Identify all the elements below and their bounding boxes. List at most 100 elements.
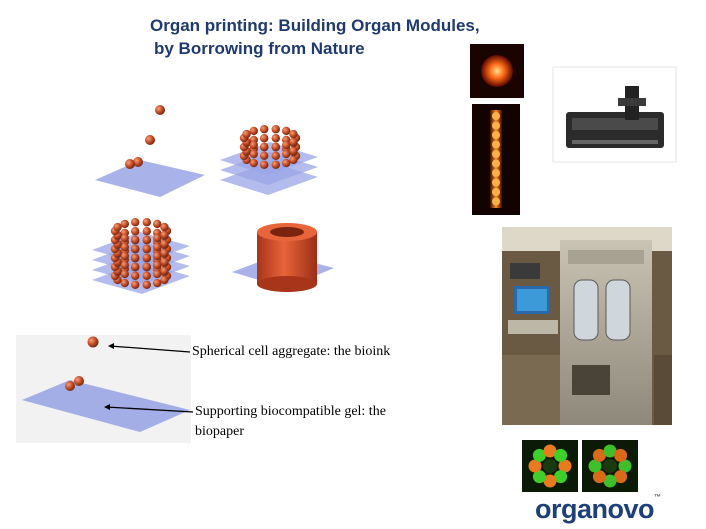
step-ring-layers	[220, 125, 318, 195]
aggregate	[131, 271, 140, 280]
biopaper-label-line-2: biopaper	[195, 424, 244, 439]
aggregate	[160, 266, 169, 276]
organovo-logo: organovo™	[535, 494, 661, 524]
cell-cluster	[603, 474, 617, 488]
aggregate	[289, 146, 298, 156]
biopaper-pointer	[105, 406, 194, 413]
cell-cluster	[554, 470, 568, 484]
cell-cluster	[603, 444, 617, 458]
aggregate-cylinder	[110, 218, 172, 289]
capillary-aggregate	[492, 169, 500, 177]
aggregate	[133, 157, 143, 167]
cell-cluster	[592, 470, 606, 484]
aggregate	[142, 244, 151, 253]
step-deposit-aggregates	[95, 105, 205, 197]
aggregate	[113, 222, 122, 232]
aggregate	[153, 278, 162, 288]
aggregate	[260, 142, 269, 151]
cell-cluster	[558, 459, 572, 473]
aggregate	[271, 125, 280, 134]
aggregate	[120, 260, 129, 270]
aggregate	[131, 253, 140, 262]
cell-cluster	[543, 474, 557, 488]
aggregate	[131, 280, 140, 289]
bioink-aggregate	[87, 336, 99, 348]
aggregate	[289, 137, 298, 147]
aggregate	[120, 233, 129, 243]
aggregate	[160, 222, 169, 232]
cell-cluster	[554, 448, 568, 462]
cell-cluster	[532, 470, 546, 484]
aggregate	[282, 149, 291, 159]
ring-micrograph-1	[522, 440, 578, 492]
slide-title: Organ printing: Building Organ Modules, …	[150, 14, 480, 60]
bioink-pointer	[109, 345, 191, 353]
aggregate	[260, 151, 269, 160]
capillary-aggregate	[492, 112, 500, 120]
capillary-aggregate	[492, 131, 500, 139]
cell-cluster	[592, 448, 606, 462]
aggregate	[142, 280, 151, 289]
aggregate	[120, 278, 129, 288]
cell-cluster	[614, 448, 628, 462]
aggregate	[260, 125, 269, 134]
ring-micrograph-2	[582, 440, 638, 492]
aggregate	[131, 235, 140, 244]
lumen	[603, 459, 617, 473]
aggregate	[249, 149, 258, 159]
aggregate	[282, 126, 291, 136]
aggregate	[153, 269, 162, 279]
aggregate	[131, 218, 140, 227]
aggregate	[131, 244, 140, 253]
aggregate	[120, 219, 129, 229]
aggregate	[131, 227, 140, 236]
gel-sheet	[95, 160, 205, 197]
capillary-aggregate	[492, 178, 500, 187]
capillary-aggregate	[492, 121, 500, 130]
lumen	[543, 459, 557, 473]
aggregate	[282, 158, 291, 168]
falling-aggregate	[145, 135, 155, 145]
aggregate	[249, 140, 258, 150]
title-line-2: by Borrowing from Nature	[154, 39, 365, 58]
capillary-aggregate	[492, 188, 500, 196]
cell-cluster	[618, 459, 632, 473]
biopaper-label: Supporting biocompatible gel: the biopap…	[195, 402, 386, 442]
aggregate	[271, 134, 280, 143]
aggregate	[271, 151, 280, 160]
aggregate	[142, 262, 151, 271]
aggregate	[153, 260, 162, 270]
aggregate	[142, 235, 151, 244]
aggregate	[142, 227, 151, 236]
aggregate	[120, 242, 129, 252]
aggregate	[120, 269, 129, 279]
aggregate	[131, 262, 140, 271]
cell-cluster	[588, 459, 602, 473]
capillary-aggregate	[492, 140, 500, 149]
aggregate	[160, 275, 169, 285]
bioprinter-lab-photo	[502, 227, 672, 425]
aggregate-fluorescence-photo	[470, 44, 524, 98]
cell-cluster	[532, 448, 546, 462]
cell-cluster	[543, 444, 557, 458]
capillary-aggregate	[492, 150, 500, 158]
title-line-1: Organ printing: Building Organ Modules,	[150, 16, 480, 35]
biopaper-label-line-1: Supporting biocompatible gel: the	[195, 404, 386, 419]
aggregate	[142, 271, 151, 280]
cell-cluster	[614, 470, 628, 484]
aggregate	[260, 160, 269, 169]
bioink-label: Spherical cell aggregate: the bioink	[192, 344, 391, 359]
aggregate	[242, 129, 251, 139]
aggregate	[160, 230, 169, 240]
aggregate	[142, 218, 151, 227]
legend-panel	[16, 335, 194, 443]
aggregate	[271, 160, 280, 169]
aggregate	[160, 257, 169, 267]
capillary-aggregate	[492, 197, 500, 206]
step-fused-tube	[232, 223, 334, 292]
step-tall-cylinder	[92, 218, 190, 294]
falling-aggregate	[155, 105, 165, 115]
aggregate	[153, 251, 162, 261]
capillary-aggregate	[492, 159, 500, 168]
